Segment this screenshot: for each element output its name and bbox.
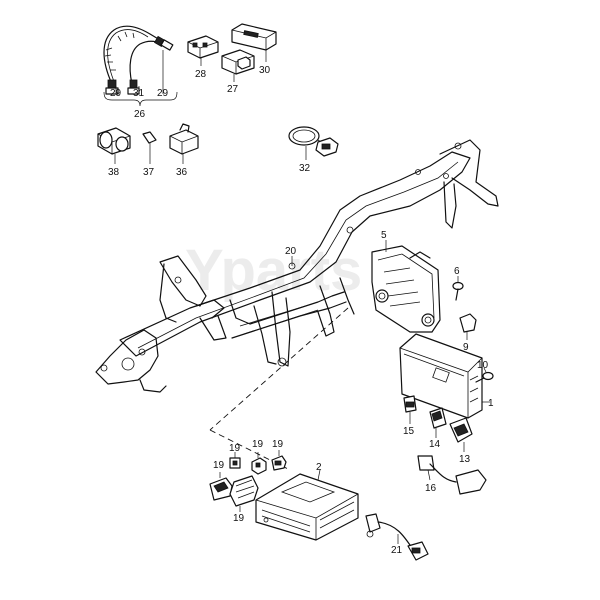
callout-38: 38 xyxy=(108,167,120,178)
callout-13: 13 xyxy=(459,454,471,465)
callout-15: 15 xyxy=(403,426,415,437)
callout-28: 28 xyxy=(195,69,207,80)
callout-19-c: 19 xyxy=(272,439,284,450)
callout-5: 5 xyxy=(381,230,387,241)
callout-19-e: 19 xyxy=(233,513,245,524)
part-32-antenna-ring[interactable] xyxy=(288,126,339,160)
part-36-bracket[interactable] xyxy=(169,123,199,164)
callout-31: 31 xyxy=(133,88,145,99)
part-27-connector[interactable] xyxy=(221,49,255,82)
callout-14: 14 xyxy=(429,439,441,450)
callout-19-d: 19 xyxy=(213,460,225,471)
callout-16: 16 xyxy=(425,483,437,494)
part-20-cross-member[interactable] xyxy=(95,139,499,393)
part-19-connector-e[interactable] xyxy=(229,475,259,512)
callout-37: 37 xyxy=(143,167,155,178)
callout-32: 32 xyxy=(299,163,311,174)
part-6-screw[interactable] xyxy=(452,276,464,301)
callout-2: 2 xyxy=(316,462,322,473)
part-21-cable[interactable] xyxy=(365,513,429,561)
part-19-insert-b[interactable] xyxy=(251,452,267,475)
callout-1: 1 xyxy=(488,398,494,409)
part-19-insert-a[interactable] xyxy=(229,452,241,469)
callout-27: 27 xyxy=(227,84,239,95)
part-26-cable-assembly[interactable] xyxy=(103,25,178,107)
part-37-insert[interactable] xyxy=(142,131,157,164)
callout-36: 36 xyxy=(176,167,188,178)
part-19-connector-d[interactable] xyxy=(209,472,233,501)
callout-21: 21 xyxy=(391,545,403,556)
part-10-screw[interactable] xyxy=(475,367,494,383)
dashed-leader-frame-to-unit xyxy=(209,307,349,431)
callout-10: 10 xyxy=(477,360,489,371)
part-16-wiring-adapter[interactable] xyxy=(417,455,487,495)
part-30-connector-housing[interactable] xyxy=(231,23,277,62)
callout-26: 26 xyxy=(134,109,146,120)
part-14-connector[interactable] xyxy=(429,407,447,438)
callout-30: 30 xyxy=(259,65,271,76)
watermark-text: Yparts xyxy=(185,238,362,303)
part-9-clip-nut[interactable] xyxy=(459,313,477,340)
callout-29-left: 29 xyxy=(110,88,122,99)
callout-19-a: 19 xyxy=(229,443,241,454)
part-2-radio-unit[interactable] xyxy=(255,469,359,541)
callout-19-b: 19 xyxy=(252,439,264,450)
callout-9: 9 xyxy=(463,342,469,353)
part-1-control-unit[interactable] xyxy=(399,333,490,419)
part-15-connector[interactable] xyxy=(403,395,417,424)
callout-6: 6 xyxy=(454,266,460,277)
part-28-connector[interactable] xyxy=(187,35,219,66)
part-13-connector[interactable] xyxy=(449,417,473,452)
part-5-bracket[interactable] xyxy=(371,240,441,333)
part-38-clip[interactable] xyxy=(97,127,131,164)
part-19-insert-c[interactable] xyxy=(271,450,287,471)
callout-20: 20 xyxy=(285,246,297,257)
callout-29-right: 29 xyxy=(157,88,169,99)
